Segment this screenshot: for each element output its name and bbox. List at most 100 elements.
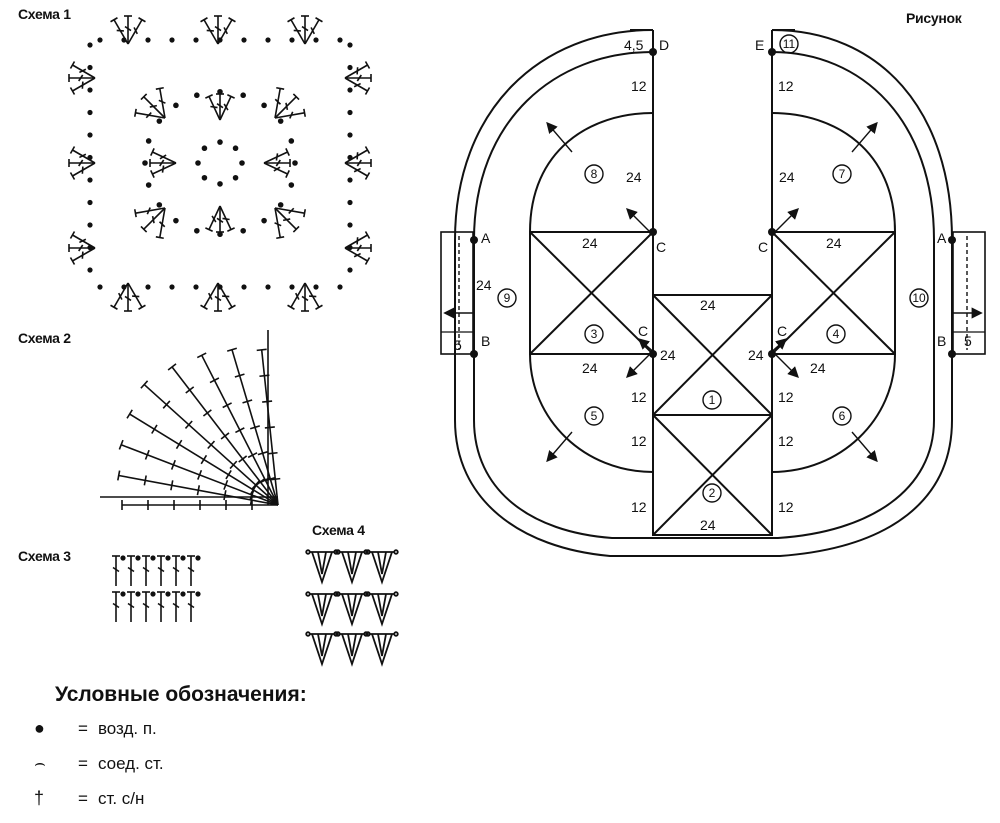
v-cluster-symbol [365, 631, 399, 667]
dc-stitch-symbol [219, 205, 235, 232]
chain-dot [87, 87, 93, 93]
dim-24-p1-top: 24 [700, 297, 716, 313]
chain-dot [142, 160, 148, 166]
dc-stitch-symbol [149, 159, 176, 167]
part-2-square [652, 414, 773, 536]
dc-stitch-symbol [172, 555, 180, 586]
outer-band-inner [473, 51, 935, 539]
dc-stitch-symbol [133, 108, 166, 119]
dc-stitch-symbol [155, 86, 166, 119]
chain-dot [347, 87, 353, 93]
chain-dot [135, 591, 141, 597]
chain-dot [365, 591, 371, 597]
dim-24-c-right: 24 [748, 347, 764, 363]
chain-dot [239, 160, 245, 166]
dc-stitch-symbol [69, 162, 96, 180]
chain-dot [87, 222, 93, 228]
figure-caption: Рисунок [906, 10, 962, 26]
legend-label: возд. п. [97, 718, 157, 738]
scheme-1-caption: Схема 1 [18, 6, 71, 22]
chain-dot [165, 555, 171, 561]
dim-12-e: 12 [778, 78, 794, 94]
dc-stitch-symbol [345, 74, 372, 82]
chain-dot [265, 284, 271, 290]
dc-stitch-symbol [112, 555, 120, 586]
part-number-2: 2 [709, 486, 716, 500]
dc-stitch-symbol [150, 148, 177, 164]
side-panel-9 [440, 231, 474, 355]
part-number-1: 1 [709, 393, 716, 407]
chain-dot [150, 591, 156, 597]
dim-12-p2-left: 12 [631, 499, 647, 515]
dc-stitch-symbol [301, 15, 309, 44]
chain-dot [121, 37, 127, 43]
point-c-label-4: C [777, 323, 787, 339]
scheme-4-caption: Схема 4 [312, 522, 365, 538]
dc-stitch-symbol [344, 146, 371, 164]
part-number-11: 11 [783, 37, 796, 51]
chain-dot [120, 591, 126, 597]
legend-label: соед. ст. [97, 753, 164, 773]
point-e-label: E [755, 37, 764, 53]
dc-stitch-symbol [127, 17, 146, 45]
chain-dot [201, 174, 208, 181]
chain-dot [217, 231, 223, 238]
part-8-outline [529, 112, 654, 233]
dc-stitch-symbol [205, 94, 221, 121]
dc-stitch-symbol [263, 148, 290, 164]
scheme-1-chart [68, 15, 372, 312]
chain-dot [347, 267, 353, 273]
chain-dot [165, 591, 171, 597]
chain-dot [145, 284, 151, 290]
dim-12-d: 12 [631, 78, 647, 94]
dc-stitch-symbol [264, 159, 291, 167]
chain-dot [305, 631, 311, 637]
dim-24-p3-bottom: 24 [582, 360, 598, 376]
dc-stitch-symbol [200, 282, 219, 310]
chain-dot [194, 227, 200, 234]
v-cluster-symbol [365, 591, 399, 627]
dim-12-p6a: 12 [778, 389, 794, 405]
chain-dot [217, 284, 223, 290]
dim-24-p2-bottom: 24 [700, 517, 716, 533]
bag-construction-figure [440, 29, 986, 557]
part-5-outline [529, 353, 654, 473]
dim-24-p8: 24 [626, 169, 642, 185]
point-a-right-label: A [937, 230, 947, 246]
dim-12-p6b: 12 [778, 433, 794, 449]
dc-stitch-symbol [124, 283, 132, 312]
chain-dot [135, 555, 141, 561]
dim-24-p7: 24 [779, 169, 795, 185]
chain-dot [240, 92, 246, 99]
point-b-left-label: B [481, 333, 490, 349]
chain-dot [261, 217, 267, 224]
chain-dot [87, 267, 93, 273]
dim-12-p5b: 12 [631, 433, 647, 449]
dc-stitch-symbol [133, 207, 166, 218]
chain-dot [217, 88, 223, 95]
part-number-8: 8 [591, 167, 598, 181]
chain-dot [241, 284, 247, 290]
dc-stitch-symbol [274, 93, 300, 119]
chain-dot [150, 555, 156, 561]
v-cluster-symbol [335, 591, 369, 627]
chain-dot [180, 591, 186, 597]
dim-5-left: 5 [454, 337, 462, 353]
dc-stitch-symbol [69, 61, 96, 79]
point-c-label-3: C [638, 323, 648, 339]
chain-dot [145, 182, 152, 188]
chain-dot [347, 222, 353, 228]
dim-5-right: 5 [964, 333, 972, 349]
chain-dot [193, 284, 199, 290]
chain-dot [288, 182, 295, 188]
dc-stitch-symbol [150, 162, 177, 178]
dc-stitch-symbol [205, 205, 221, 232]
chain-dot [313, 37, 319, 43]
chain-dot [195, 160, 201, 166]
chain-dot [120, 555, 126, 561]
dc-stitch-symbol [301, 283, 309, 312]
part-number-3: 3 [591, 327, 598, 341]
dc-stitch-symbol [287, 282, 306, 310]
dim-24-p4-top: 24 [826, 235, 842, 251]
dc-stitch-symbol [219, 94, 235, 121]
